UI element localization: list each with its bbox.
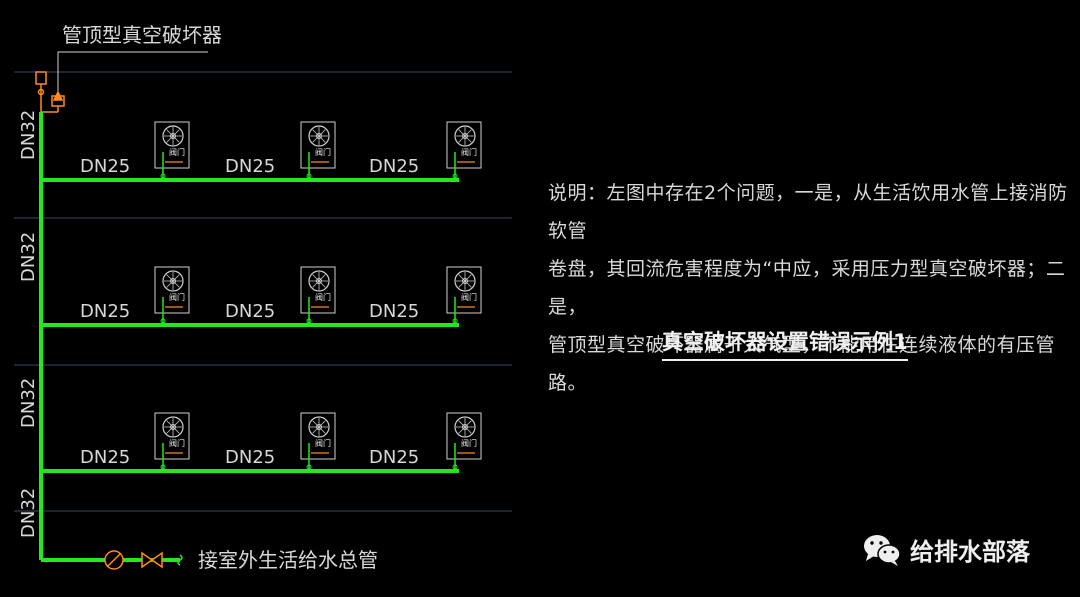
water-meter-icon: [104, 550, 124, 570]
hose-reel-icon: [454, 125, 476, 147]
vacuum-breaker-callout: 管顶型真空破坏器: [57, 23, 222, 96]
hose-reel-cabinet: 阀门: [154, 412, 190, 471]
hose-reel-cabinet: 阀门: [154, 266, 190, 325]
branch-size-label: DN25: [225, 156, 275, 177]
branch-size-label: DN25: [369, 301, 419, 322]
riser-size-label: DN32: [18, 232, 39, 282]
valve-tag: 阀门: [169, 147, 185, 157]
valve-tag: 阀门: [461, 438, 477, 448]
brand-name: 给排水部落: [910, 538, 1030, 566]
hose-reel-icon: [308, 270, 330, 292]
floor-branch: DN25 DN25 DN25 阀门 阀门 阀门: [41, 121, 482, 182]
valve-tag: 阀门: [315, 438, 331, 448]
hose-reel-icon: [162, 270, 184, 292]
hose-reel-icon: [162, 416, 184, 438]
riser-size-labels: DN32 DN32 DN32 DN32: [18, 110, 39, 538]
floor-branch: DN25 DN25 DN25 阀门 阀门 阀门: [41, 266, 482, 327]
note-line: 卷盘，其回流危害程度为“中应，采用压力型真空破坏器；二是，: [548, 258, 1066, 318]
valve-tag: 阀门: [315, 292, 331, 302]
hose-reel-icon: [454, 270, 476, 292]
valve-tag: 阀门: [315, 147, 331, 157]
figure-caption: 真空破坏器设置错误示例1: [662, 326, 908, 361]
note-line: 管顶型真空破坏器属于大气型，不能用在连续液体的有压管路。: [548, 334, 1056, 394]
pipe-break-icon: [177, 554, 183, 566]
brand-watermark: 给排水部落: [862, 532, 1030, 567]
hose-reel-cabinet: 阀门: [300, 266, 336, 325]
riser-size-label: DN32: [18, 488, 39, 538]
hose-reel-cabinet: 阀门: [154, 121, 190, 180]
branch-size-label: DN25: [225, 447, 275, 468]
hose-reel-cabinet: 阀门: [446, 266, 482, 325]
valve-tag: 阀门: [461, 147, 477, 157]
hose-reel-icon: [308, 416, 330, 438]
branch-size-label: DN25: [80, 301, 130, 322]
wechat-icon: [864, 534, 901, 566]
branch-size-label: DN25: [369, 447, 419, 468]
valve-tag: 阀门: [169, 438, 185, 448]
note-line: 说明：左图中存在2个问题，一是，从生活饮用水管上接消防软管: [548, 182, 1068, 242]
branch-size-label: DN25: [80, 447, 130, 468]
gate-valve-icon: [141, 551, 163, 569]
vacuum-breaker-icon: [35, 71, 65, 113]
riser-size-label: DN32: [18, 378, 39, 428]
explanation-note: 说明：左图中存在2个问题，一是，从生活饮用水管上接消防软管 卷盘，其回流危害程度…: [548, 174, 1068, 402]
riser-size-label: DN32: [18, 110, 39, 160]
branch-size-label: DN25: [369, 156, 419, 177]
breaker-label: 管顶型真空破坏器: [62, 23, 222, 47]
floor-lines: [14, 71, 512, 512]
hose-reel-cabinet: 阀门: [300, 412, 336, 471]
hose-reel-icon: [454, 416, 476, 438]
hose-reel-cabinet: 阀门: [446, 412, 482, 471]
hose-reel-cabinet: 阀门: [300, 121, 336, 180]
valve-tag: 阀门: [169, 292, 185, 302]
branch-size-label: DN25: [225, 301, 275, 322]
branch-size-label: DN25: [80, 156, 130, 177]
floor-branch: DN25 DN25 DN25 阀门 阀门 阀门: [41, 412, 482, 473]
hose-reel-icon: [308, 125, 330, 147]
hose-reel-cabinet: 阀门: [446, 121, 482, 180]
valve-tag: 阀门: [461, 292, 477, 302]
outlet-label: 接室外生活给水总管: [198, 548, 378, 572]
hose-reel-icon: [162, 125, 184, 147]
